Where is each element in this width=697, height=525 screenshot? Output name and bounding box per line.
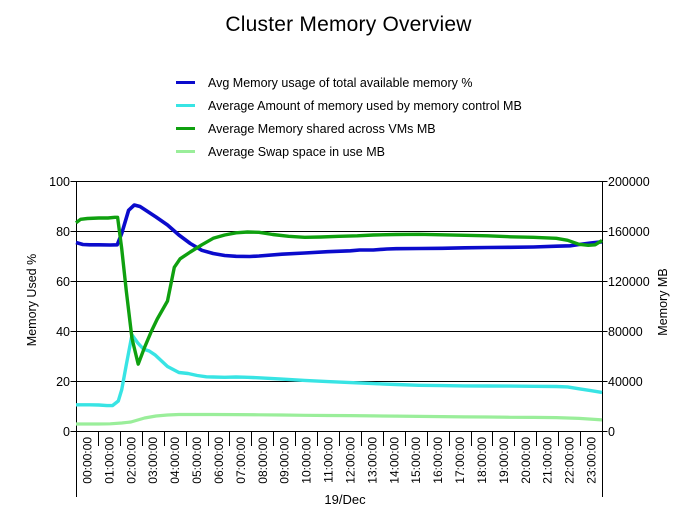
legend-line-swatch xyxy=(176,127,195,130)
svg-text:11:00:00: 11:00:00 xyxy=(322,437,336,483)
svg-text:160000: 160000 xyxy=(608,225,650,239)
svg-text:04:00:00: 04:00:00 xyxy=(168,437,182,484)
svg-text:05:00:00: 05:00:00 xyxy=(190,437,204,484)
legend-label: Avg Memory usage of total available memo… xyxy=(208,75,473,90)
svg-text:80000: 80000 xyxy=(608,325,643,339)
svg-text:120000: 120000 xyxy=(608,275,650,289)
svg-text:20: 20 xyxy=(56,375,70,389)
svg-text:Memory Used %: Memory Used % xyxy=(25,254,39,346)
svg-text:19/Dec: 19/Dec xyxy=(324,492,366,507)
legend-label: Average Swap space in use MB xyxy=(208,144,385,159)
legend-line-swatch xyxy=(176,104,195,107)
svg-text:15:00:00: 15:00:00 xyxy=(409,437,423,484)
svg-text:14:00:00: 14:00:00 xyxy=(387,437,401,484)
svg-text:07:00:00: 07:00:00 xyxy=(234,437,248,484)
svg-text:03:00:00: 03:00:00 xyxy=(146,437,160,484)
svg-text:09:00:00: 09:00:00 xyxy=(278,437,292,484)
svg-text:01:00:00: 01:00:00 xyxy=(102,437,116,484)
svg-text:23:00:00: 23:00:00 xyxy=(585,437,599,484)
legend-item-memory-control: Average Amount of memory used by memory … xyxy=(176,94,522,117)
svg-text:40000: 40000 xyxy=(608,375,643,389)
legend-line-swatch xyxy=(176,150,195,153)
svg-text:00:00:00: 00:00:00 xyxy=(81,437,95,484)
svg-text:08:00:00: 08:00:00 xyxy=(256,437,270,484)
svg-text:100: 100 xyxy=(49,175,70,189)
svg-text:Memory MB: Memory MB xyxy=(656,268,670,335)
svg-text:02:00:00: 02:00:00 xyxy=(124,437,138,484)
legend-label: Average Memory shared across VMs MB xyxy=(208,121,436,136)
legend: Avg Memory usage of total available memo… xyxy=(176,71,522,163)
svg-text:200000: 200000 xyxy=(608,175,650,189)
svg-text:18:00:00: 18:00:00 xyxy=(475,437,489,484)
svg-text:80: 80 xyxy=(56,225,70,239)
legend-item-avg-memory-usage: Avg Memory usage of total available memo… xyxy=(176,71,522,94)
svg-text:16:00:00: 16:00:00 xyxy=(431,437,445,484)
chart-title: Cluster Memory Overview xyxy=(225,13,472,36)
svg-text:60: 60 xyxy=(56,275,70,289)
svg-text:17:00:00: 17:00:00 xyxy=(453,437,467,484)
svg-text:40: 40 xyxy=(56,325,70,339)
legend-label: Average Amount of memory used by memory … xyxy=(208,98,522,113)
svg-text:13:00:00: 13:00:00 xyxy=(365,437,379,484)
svg-text:10:00:00: 10:00:00 xyxy=(300,437,314,484)
svg-text:06:00:00: 06:00:00 xyxy=(212,437,226,484)
svg-text:21:00:00: 21:00:00 xyxy=(541,437,555,484)
legend-item-memory-shared: Average Memory shared across VMs MB xyxy=(176,117,522,140)
svg-text:0: 0 xyxy=(63,425,70,439)
legend-item-swap-space: Average Swap space in use MB xyxy=(176,140,522,163)
svg-text:22:00:00: 22:00:00 xyxy=(563,437,577,484)
legend-line-swatch xyxy=(176,81,195,84)
svg-text:0: 0 xyxy=(608,425,615,439)
svg-text:19:00:00: 19:00:00 xyxy=(497,437,511,484)
svg-text:12:00:00: 12:00:00 xyxy=(344,437,358,484)
svg-text:20:00:00: 20:00:00 xyxy=(519,437,533,484)
